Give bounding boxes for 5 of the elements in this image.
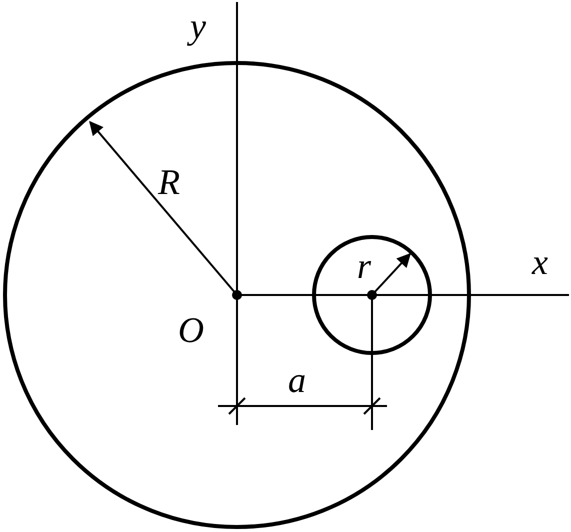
dimension-label: R (158, 164, 180, 200)
axis-label: x (532, 244, 548, 280)
dimension-label: r (357, 248, 372, 284)
point-label: O (178, 312, 204, 348)
dimension-label: a (288, 362, 306, 398)
